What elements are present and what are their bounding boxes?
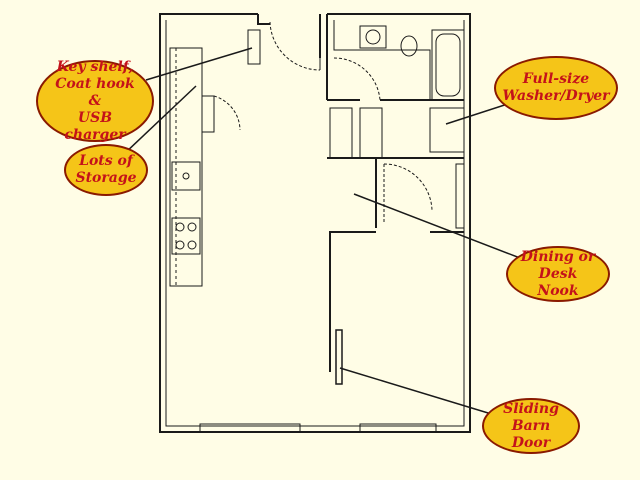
nook-shelf: [455, 163, 465, 229]
leader-key-shelf: [145, 47, 253, 81]
nook-door-swing: [383, 163, 433, 211]
callout-key-shelf-line-1: Key shelf,: [56, 58, 134, 75]
callout-barn-door-line-1: Sliding: [503, 400, 559, 417]
stove: [171, 217, 201, 255]
toilet: [400, 35, 418, 57]
entry-door-swing: [269, 21, 321, 71]
pantry-door: [201, 95, 215, 133]
callout-barn-door: Sliding Barn Door: [482, 398, 580, 454]
callout-storage-line-1: Lots of: [79, 153, 133, 169]
callout-nook-line-2: Desk Nook: [537, 265, 579, 299]
callout-key-shelf: Key shelf, Coat hook & USB charger: [36, 58, 154, 143]
callout-nook-line-1: Dining or: [520, 248, 596, 265]
leader-storage: [123, 85, 197, 155]
callout-key-shelf-line-3: USB charger: [64, 109, 126, 143]
entry-jamb-left: [257, 14, 270, 25]
bath-sink: [359, 25, 387, 49]
callout-laundry-line-1: Full-size: [522, 71, 590, 87]
bathtub: [431, 29, 465, 101]
barn-door: [335, 329, 343, 385]
bath-door-swing: [333, 57, 381, 101]
callout-key-shelf-line-2: Coat hook &: [55, 75, 135, 109]
bedroom-wall: [329, 231, 376, 372]
bath-wall-inner: [333, 20, 431, 100]
window-left: [199, 423, 301, 433]
closet-middle: [359, 107, 383, 159]
closet-left: [329, 107, 353, 159]
window-right: [359, 423, 437, 433]
sink-drain: [182, 172, 190, 180]
leader-nook: [353, 193, 521, 259]
pantry-door-swing: [213, 95, 241, 131]
leader-barn-door: [339, 367, 499, 417]
callout-nook: Dining or Desk Nook: [506, 246, 610, 302]
kitchen-sink: [171, 161, 201, 191]
outer-wall-inner: [165, 20, 465, 427]
callout-laundry-line-2: Washer/Dryer: [502, 88, 610, 104]
callout-barn-door-line-2: Barn Door: [511, 417, 551, 451]
key-shelf: [247, 29, 261, 65]
kitchen-counter: [169, 47, 203, 287]
washer-dryer: [429, 107, 465, 153]
callout-storage-line-2: Storage: [75, 170, 137, 186]
callout-laundry: Full-size Washer/Dryer: [494, 56, 618, 120]
callout-storage: Lots of Storage: [64, 144, 148, 196]
outer-wall: [159, 13, 471, 433]
